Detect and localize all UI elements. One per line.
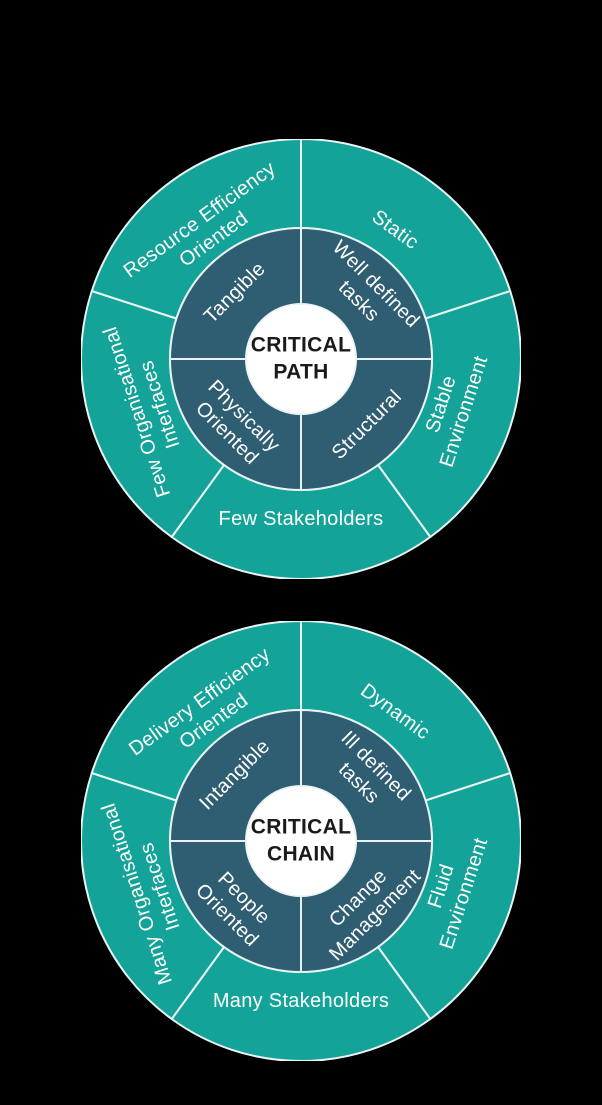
outer-segment-label-few-stakeholders: Few Stakeholders [218,507,384,530]
center-hub-circle [245,303,357,415]
critical-chain-rings [81,621,521,1061]
critical-chain-diagram: Delivery Efficiency Oriented Dynamic Flu… [81,621,521,1061]
critical-path-diagram: Resource Efficiency Oriented Static Stab… [81,139,521,579]
chart-title-critical-path: CRITICAL PATH [250,333,352,384]
chart-title-critical-chain: CRITICAL CHAIN [250,815,352,866]
critical-path-rings [81,139,521,579]
center-hub-circle [245,785,357,897]
outer-segment-label-many-stakeholders: Many Stakeholders [212,989,390,1012]
